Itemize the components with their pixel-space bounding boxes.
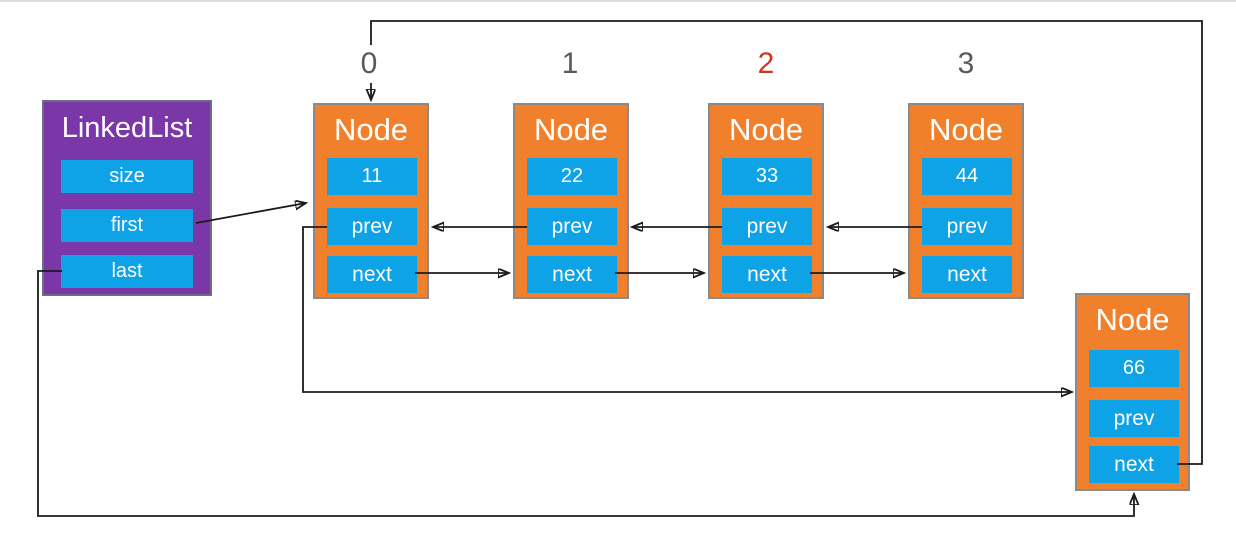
node-1-next: next	[527, 256, 617, 293]
node-3-next: next	[922, 256, 1012, 293]
node-2-prev: prev	[722, 208, 812, 245]
node-2-next: next	[722, 256, 812, 293]
node-0-next: next	[327, 256, 417, 293]
node-title: Node	[333, 112, 409, 147]
node-0: Node 11 prev next	[313, 103, 429, 299]
top-edge-strip	[0, 0, 1236, 2]
node-66-value: 66	[1089, 350, 1179, 387]
linkedlist-title: LinkedList	[61, 112, 193, 144]
index-label-3: 3	[957, 47, 975, 80]
index-label-2: 2	[757, 47, 775, 80]
node-0-value: 11	[327, 158, 417, 195]
linkedlist-box: LinkedList size first last	[42, 100, 212, 296]
node-title: Node	[1095, 302, 1170, 337]
node-2-value: 33	[722, 158, 812, 195]
node-2: Node 33 prev next	[708, 103, 824, 299]
node-66-next: next	[1089, 446, 1179, 483]
node-0-prev: prev	[327, 208, 417, 245]
node-3: Node 44 prev next	[908, 103, 1024, 299]
node-title: Node	[533, 112, 609, 147]
edge-first-to-node0	[195, 203, 306, 224]
node-1-value: 22	[527, 158, 617, 195]
node-last-66: Node 66 prev next	[1075, 293, 1190, 491]
index-label-0: 0	[360, 47, 378, 80]
node-title: Node	[928, 112, 1004, 147]
node-3-value: 44	[922, 158, 1012, 195]
index-label-1: 1	[561, 47, 579, 80]
edge-last-to-node66	[37, 270, 1134, 517]
linkedlist-field-size: size	[61, 160, 193, 193]
linkedlist-field-first: first	[61, 209, 193, 242]
linkedlist-field-last: last	[61, 255, 193, 288]
node-1-prev: prev	[527, 208, 617, 245]
node-66-prev: prev	[1089, 400, 1179, 437]
node-1: Node 22 prev next	[513, 103, 629, 299]
node-title: Node	[728, 112, 804, 147]
node-3-prev: prev	[922, 208, 1012, 245]
